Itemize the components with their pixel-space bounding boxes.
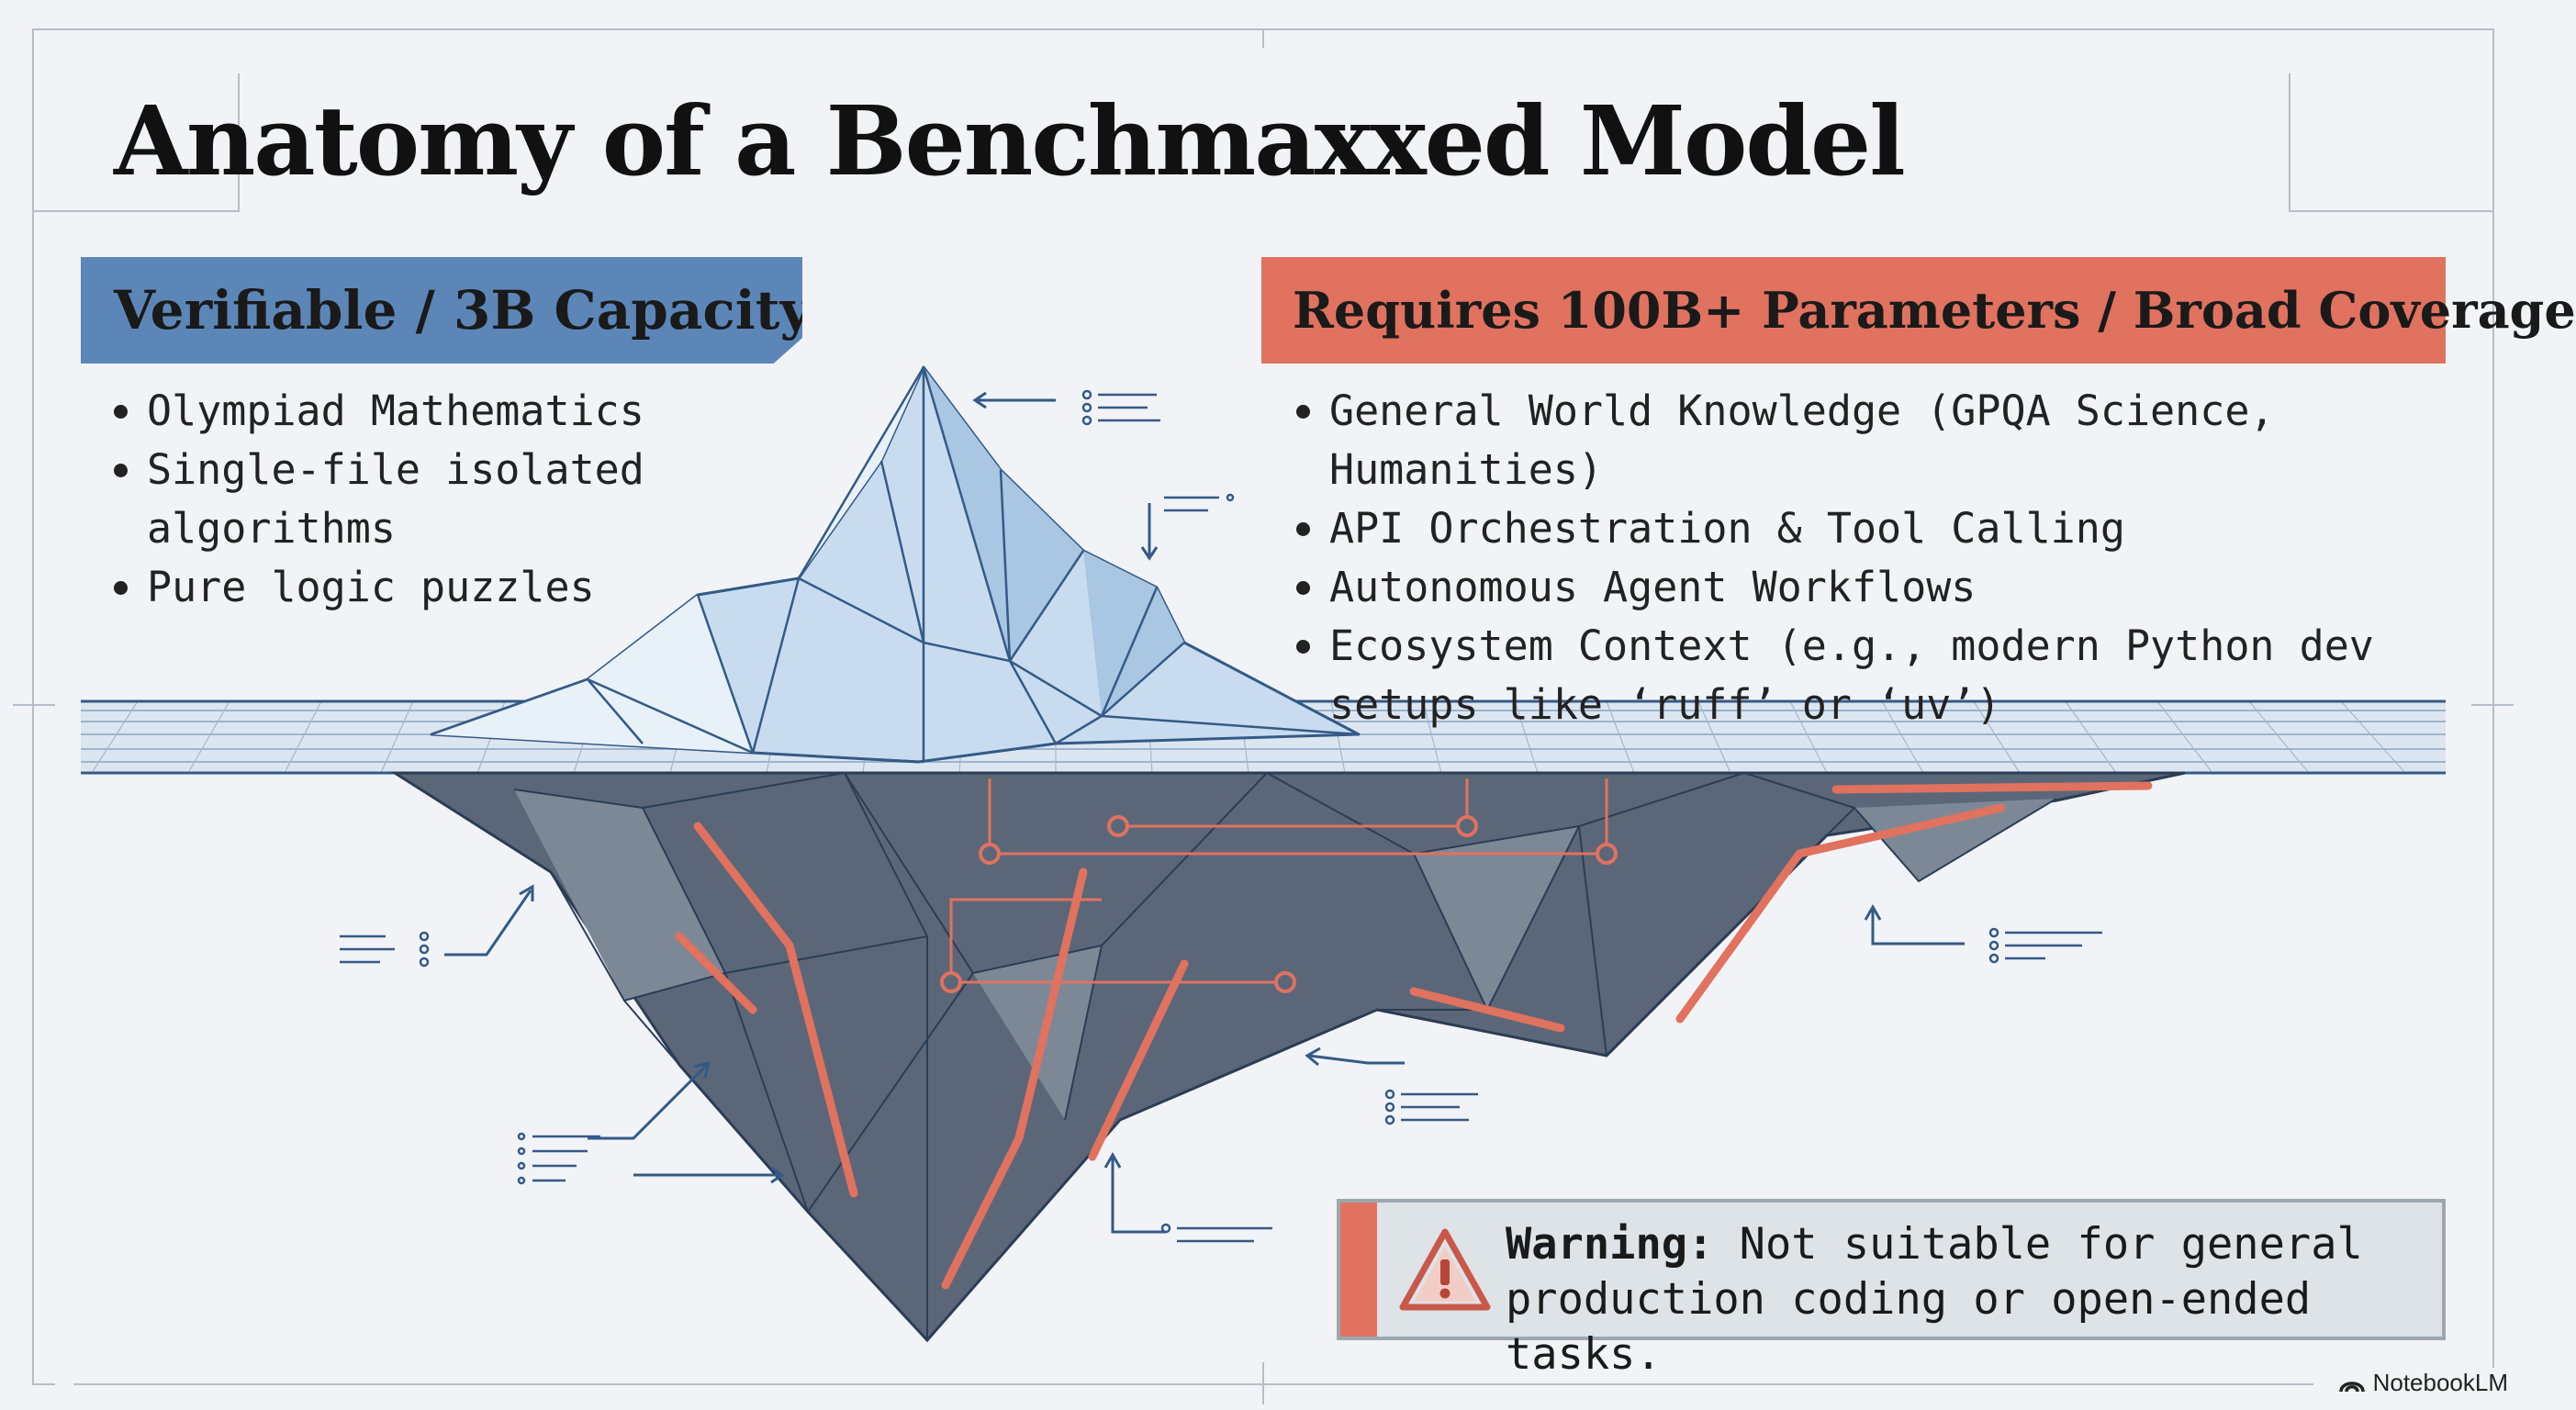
annotation-callouts (444, 391, 1965, 1234)
legend-glyphs (340, 389, 2102, 1243)
warning-body: Not suitable for general production codi… (1506, 1219, 2363, 1380)
list-item: Single-file isolated algorithms (110, 441, 863, 558)
page-title: Anatomy of a Benchmaxxed Model (114, 84, 1906, 197)
warning-label: Warning: (1506, 1219, 1714, 1270)
iceberg-submerged (389, 771, 2186, 1343)
warning-box: Warning: Not suitable for general produc… (1337, 1199, 2446, 1380)
list-item: General World Knowledge (GPQA Science, H… (1293, 382, 2477, 499)
notebooklm-logo-icon (2338, 1381, 2365, 1392)
left-panel-heading: Verifiable / 3B Capacity (81, 257, 802, 364)
left-panel-list: Olympiad Mathematics Single-file isolate… (110, 382, 863, 617)
brand-label: NotebookLM (2372, 1369, 2508, 1396)
list-item: Ecosystem Context (e.g., modern Python d… (1293, 617, 2477, 734)
list-item: Olympiad Mathematics (110, 382, 863, 441)
warning-triangle-icon (1399, 1228, 1491, 1311)
warning-message: Warning: Not suitable for general produc… (1506, 1217, 2424, 1382)
brand-watermark: NotebookLM (2338, 1369, 2508, 1397)
iceberg-tip (430, 365, 1361, 764)
list-item: Autonomous Agent Workflows (1293, 558, 2477, 617)
list-item: Pure logic puzzles (110, 558, 863, 617)
right-panel-list: General World Knowledge (GPQA Science, H… (1293, 382, 2477, 734)
warning-accent-bar (1340, 1203, 1377, 1337)
right-panel-heading: Requires 100B+ Parameters / Broad Covera… (1261, 257, 2576, 364)
list-item: API Orchestration & Tool Calling (1293, 499, 2477, 558)
